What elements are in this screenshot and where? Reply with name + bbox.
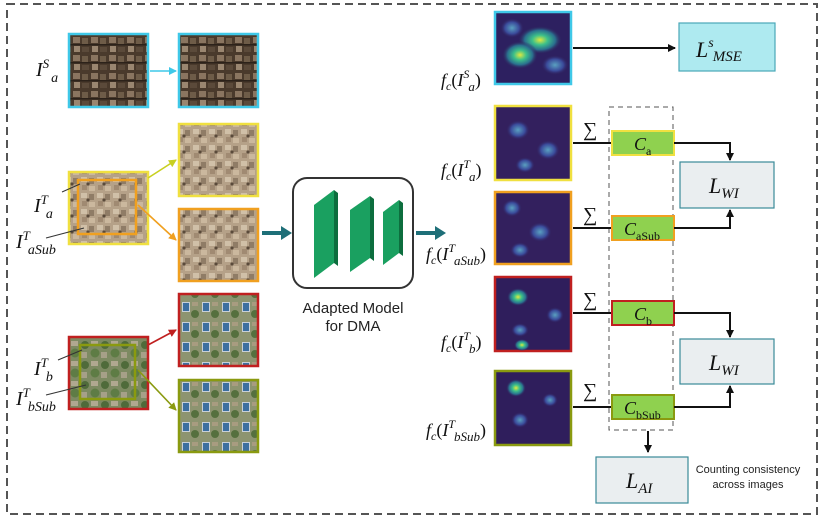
target-a-sub-crop: [177, 207, 260, 283]
model-layer-1-side: [334, 190, 338, 266]
count-box-b-sub: [611, 394, 675, 420]
wi-loss-group-a: LWI: [674, 142, 775, 229]
target-b-sub-pointer: [45, 384, 87, 396]
target-a-sub-box: [76, 178, 138, 236]
count-dashed-frame: [608, 106, 674, 431]
ai-note-line1: Counting consistency: [696, 464, 801, 476]
mse-loss-label: LsMSE: [695, 36, 742, 65]
target-a-crop: [177, 122, 260, 198]
sum-symbol-b-sub: ∑: [583, 380, 597, 402]
wi-loss-box-a: [679, 161, 775, 209]
target-a-sub-pointer: [45, 227, 85, 239]
outer-frame: [6, 3, 818, 515]
model-input-arrow-head: [281, 226, 292, 240]
ai-loss-group: LAI Counting consistency across images: [595, 431, 801, 504]
count-box-a-sub: [611, 215, 675, 241]
wi-loss-group-b: LWI: [674, 312, 775, 408]
model-layer-2: [350, 196, 370, 272]
model-layer-3-side: [399, 200, 403, 256]
sum-symbol-b: ∑: [583, 289, 597, 311]
wi-arrow-a-bottom: [674, 209, 734, 229]
feature-label-target-a: fc(ITa): [441, 157, 482, 184]
feature-label-source: fc(ISa): [441, 67, 481, 94]
model-group: Adapted Model for DMA: [262, 177, 446, 335]
feature-label-target-a-sub: fc(ITaSub): [426, 241, 486, 268]
feature-label-target-b-sub: fc(ITbSub): [426, 417, 486, 444]
ai-loss-label: LAI: [625, 468, 653, 497]
model-layer-3: [383, 200, 399, 265]
model-caption-line2: for DMA: [325, 318, 380, 335]
wi-loss-label-b: LWI: [708, 350, 740, 379]
count-label-a: Ca: [634, 134, 652, 158]
target-a-arrow: [147, 159, 177, 179]
ai-note-line2: across images: [713, 479, 784, 491]
model-layer-1: [314, 190, 334, 278]
count-column: ∑ ∑ ∑ ∑ Ca CaSub Cb CbSub: [573, 106, 675, 431]
target-b-sub-arrow: [137, 369, 177, 411]
target-b-sub-box: [78, 343, 137, 401]
feature-labels: fc(ISa) fc(ITa) fc(ITaSub) fc(ITb) fc(IT…: [426, 67, 486, 444]
mse-loss-group: LsMSE: [573, 22, 776, 72]
model-caption-line1: Adapted Model: [303, 300, 404, 317]
count-label-b: Cb: [634, 304, 652, 328]
source-image-copy: [177, 32, 260, 109]
wi-arrow-b-top: [674, 312, 734, 338]
model-output-arrow-head: [435, 226, 446, 240]
model-layer-2-side: [370, 196, 374, 261]
count-label-a-sub: CaSub: [624, 219, 660, 243]
count-label-b-sub: CbSub: [624, 398, 661, 422]
source-image-group: ISa: [35, 32, 260, 109]
source-image: [67, 32, 150, 109]
wi-arrow-b-bottom: [674, 385, 734, 408]
target-a-sub-arrow: [137, 204, 177, 241]
target-b-sub-crop: [177, 378, 260, 454]
feature-label-target-b: fc(ITb): [441, 329, 482, 356]
density-maps: [493, 10, 573, 447]
density-map-target-b-sub: [493, 369, 573, 447]
target-b-pointer: [57, 349, 83, 361]
wi-arrow-a-top: [674, 142, 734, 161]
wi-loss-label-a: LWI: [708, 173, 740, 202]
source-label: ISa: [35, 56, 58, 86]
target-a-pointer: [61, 183, 81, 193]
mse-loss-box: [678, 22, 776, 72]
wi-loss-box-b: [679, 338, 775, 385]
ai-loss-box: [595, 456, 689, 504]
target-b-crop: [177, 292, 260, 368]
target-b-arrow: [147, 329, 177, 346]
sum-symbol-a: ∑: [583, 119, 597, 141]
sum-symbol-a-sub: ∑: [583, 204, 597, 226]
